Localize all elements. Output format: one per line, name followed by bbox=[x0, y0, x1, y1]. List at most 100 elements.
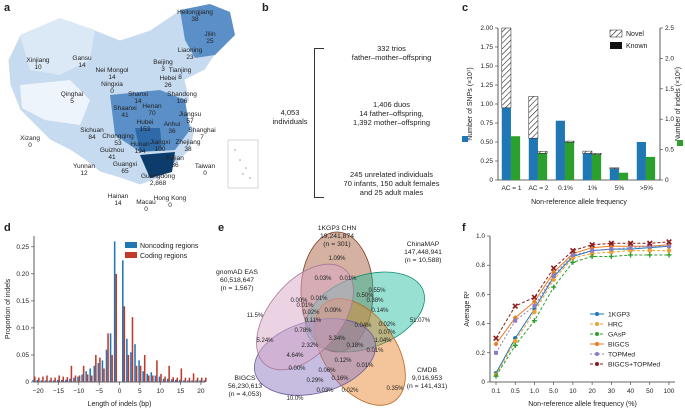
map-region-name-sichuan: Sichuan bbox=[80, 127, 104, 134]
venn-region-pct: 0.07% bbox=[378, 330, 396, 336]
map-region-count-jiangsu: 57 bbox=[186, 118, 194, 125]
d-bar-noncoding bbox=[170, 379, 173, 382]
d-bar-noncoding bbox=[81, 374, 83, 382]
f-point bbox=[646, 240, 653, 247]
map-region-count-shaanxi: 41 bbox=[121, 112, 129, 119]
f-point bbox=[608, 253, 614, 259]
map-region-name-macau: Macau bbox=[136, 199, 156, 206]
d-bar-noncoding bbox=[65, 379, 67, 382]
venn-set-n-1kgp3-chn: (n = 301) bbox=[323, 241, 350, 248]
f-point bbox=[627, 240, 634, 247]
c-xtick-label: 1% bbox=[588, 185, 598, 192]
f-point bbox=[647, 252, 653, 258]
d-bar-coding bbox=[160, 373, 162, 382]
map-region-count-xizang: 0 bbox=[28, 142, 32, 149]
c-xtick-label: >5% bbox=[640, 185, 653, 192]
venn-region-pct: 0.50% bbox=[356, 293, 374, 299]
d-bar-coding bbox=[50, 377, 52, 382]
group-duos: 1,406 duos 14 father–offspring, 1,392 mo… bbox=[324, 100, 459, 127]
map-region-name-jiangsu: Jiangsu bbox=[179, 111, 202, 118]
map-inset-frame bbox=[227, 139, 259, 189]
d-bar-coding bbox=[54, 377, 56, 382]
d-ytick-label: 0.10 bbox=[16, 325, 29, 332]
f-point bbox=[589, 241, 595, 248]
c-ytick-label: 0 bbox=[489, 177, 493, 184]
d-bar-noncoding bbox=[44, 380, 47, 382]
venn-region-pct: 0.35% bbox=[386, 386, 404, 392]
f-legend-marker bbox=[595, 362, 599, 366]
map-region-hunan bbox=[135, 128, 162, 152]
f-ytick-label: 1.0 bbox=[476, 233, 485, 240]
map-region-count-ningxia: 0 bbox=[110, 88, 114, 95]
f-point bbox=[609, 247, 614, 252]
f-xlabel: Non-reference allele frequency (%) bbox=[528, 401, 637, 408]
map-region-name-qinghai: Qinghai bbox=[61, 91, 83, 98]
f-point bbox=[551, 277, 556, 282]
f-point bbox=[512, 343, 518, 348]
panel-label-e: e bbox=[218, 222, 225, 234]
venn-set-name-bigcs: BIGCS bbox=[234, 375, 256, 382]
map-region-name-gansu: Gansu bbox=[72, 55, 92, 62]
d-bar-noncoding bbox=[36, 379, 39, 382]
d-bar-coding bbox=[156, 360, 158, 382]
map-region-west bbox=[20, 18, 95, 75]
venn-region-pct: 0.14% bbox=[371, 308, 389, 314]
map-region-name-jilin: Jilin bbox=[204, 31, 216, 38]
map-region-count-shandong: 106 bbox=[177, 98, 188, 105]
f-ytick-label: 0.8 bbox=[476, 262, 485, 269]
panel-label-f: f bbox=[462, 222, 466, 234]
c-xtick-label: 5% bbox=[615, 185, 625, 192]
d-legend-noncoding-swatch bbox=[125, 242, 137, 248]
map-region-count-shanxi: 14 bbox=[134, 98, 142, 105]
map-region-name-henan: Henan bbox=[142, 103, 162, 110]
map-region-count-hubei: 153 bbox=[140, 126, 151, 133]
f-point bbox=[551, 284, 557, 290]
venn-region-pct: 0.01% bbox=[356, 363, 374, 369]
d-bar-coding bbox=[143, 354, 146, 382]
f-xtick-label: 50 bbox=[646, 388, 654, 395]
map-region-name-hainan: Hainan bbox=[108, 193, 129, 200]
venn-region-pct: 0.00% bbox=[288, 366, 306, 372]
map-region-count-guizhou: 41 bbox=[108, 154, 116, 161]
venn-region-pct: 0.03% bbox=[316, 388, 334, 394]
map-region-name-xinjiang: Xinjiang bbox=[26, 57, 50, 64]
d-bar-coding bbox=[91, 375, 93, 382]
d-xtick-label: −5 bbox=[95, 388, 103, 395]
map-region-name-hebei: Hebei bbox=[160, 75, 177, 82]
map-region-name-jiangxi: Jiangxi bbox=[150, 139, 170, 146]
f-xtick-label: 100 bbox=[664, 388, 675, 395]
d-bar-coding bbox=[42, 376, 44, 382]
map-region-count-chongqing: 53 bbox=[114, 140, 122, 147]
d-bar-noncoding bbox=[126, 338, 128, 382]
c-ylabel: Number of SNPs (×10⁷) bbox=[467, 67, 474, 141]
d-bar-noncoding bbox=[48, 380, 51, 382]
map-region-name-anhui: Anhui bbox=[164, 121, 181, 128]
d-bar-noncoding bbox=[158, 376, 161, 382]
venn-set-name-1kgp3-chn: 1KGP3 CHN bbox=[318, 225, 357, 232]
d-bar-coding bbox=[135, 365, 138, 382]
d-xtick-label: −20 bbox=[33, 388, 44, 395]
map-region-name-yunnan: Yunnan bbox=[73, 163, 95, 170]
c-bar-indel-known bbox=[510, 136, 521, 180]
map-region-count-beijing: 3 bbox=[161, 66, 165, 73]
venn-set-name-gnomad-eas: gnomAD EAS bbox=[216, 269, 258, 276]
f-xtick-label: 30 bbox=[608, 388, 616, 395]
d-bar-coding bbox=[188, 377, 191, 382]
c-ytick-label: 1.00 bbox=[480, 101, 493, 108]
f-point bbox=[512, 303, 519, 309]
d-ytick-label: 0.20 bbox=[16, 271, 29, 278]
venn-set-n-gnomad-eas: (n = 1,567) bbox=[220, 285, 253, 292]
f-point bbox=[667, 244, 671, 249]
f-legend-label: BIGCS+TOPMed bbox=[608, 362, 660, 369]
d-bar-noncoding bbox=[101, 360, 104, 382]
